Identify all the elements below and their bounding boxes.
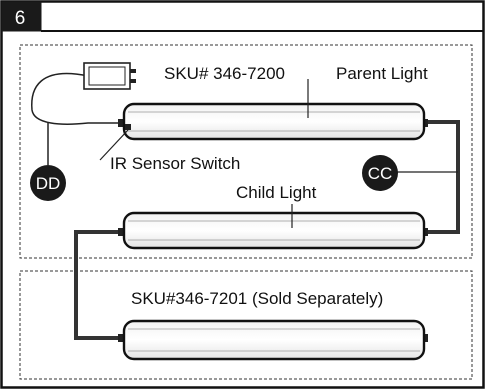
connector-cable-cc: [428, 120, 460, 234]
step-number: 6: [15, 8, 26, 29]
step-badge: [1, 1, 42, 32]
parent-light-label: Parent Light: [336, 64, 428, 83]
callout-cc: CC: [362, 155, 398, 191]
ir-sensor-switch-label: IR Sensor Switch: [110, 154, 240, 173]
child-light-bar: [118, 211, 428, 250]
sold-separately-group: [19, 270, 473, 380]
ir-sensor-switch: [125, 124, 131, 130]
power-adapter: [83, 62, 136, 90]
parent-light-bar: [118, 102, 428, 141]
power-cord: [31, 72, 118, 125]
callout-dd-text: DD: [36, 174, 61, 193]
parent-sku-label: SKU# 346-7200: [164, 64, 285, 83]
additional-child-light-bar: [118, 319, 428, 361]
child-light-label: Child Light: [236, 183, 317, 202]
sold-separately-label: SKU#346-7201 (Sold Separately): [131, 289, 383, 308]
callout-dd: DD: [30, 165, 66, 201]
ir-leader-line: [99, 129, 129, 161]
callout-cc-text: CC: [368, 164, 393, 183]
connector-cable-child: [74, 230, 118, 340]
parent-child-group: [19, 44, 473, 259]
